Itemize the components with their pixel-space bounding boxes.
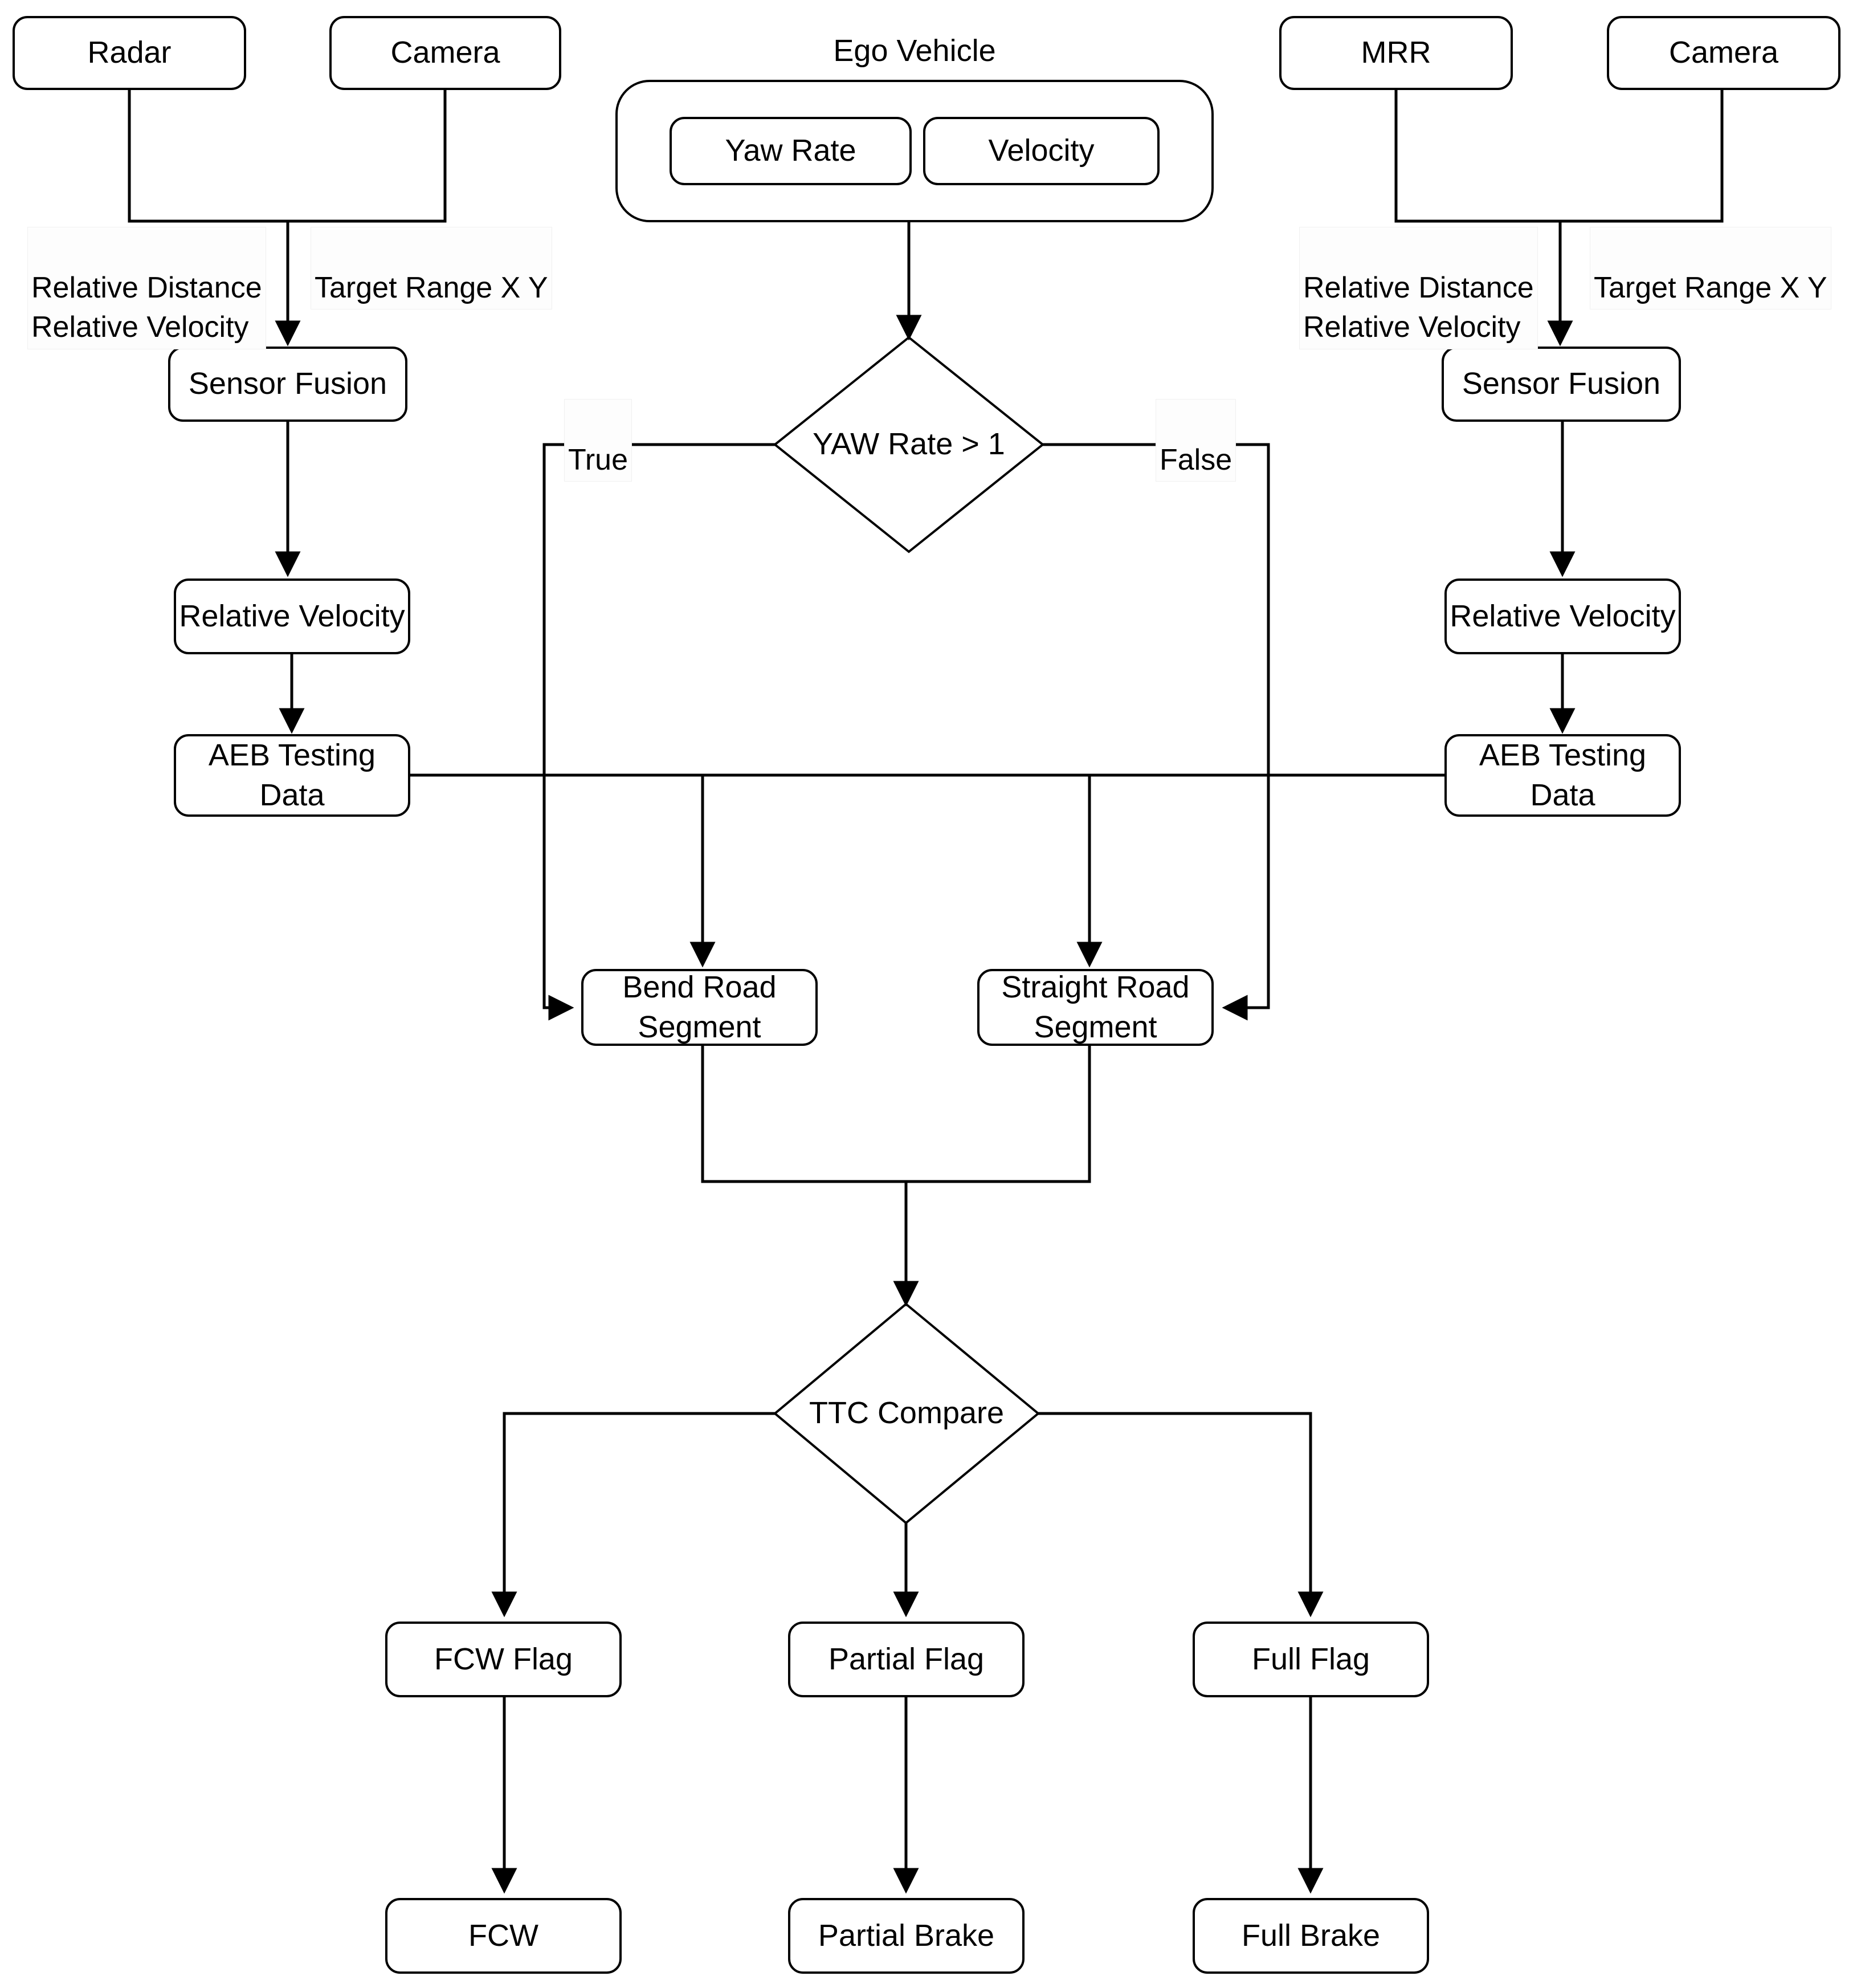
ego-vehicle-title-label: Ego Vehicle (833, 34, 996, 68)
node-relative-velocity-left[interactable]: Relative Velocity (174, 579, 410, 654)
node-relative-velocity-left-label: Relative Velocity (179, 598, 405, 633)
node-full-flag[interactable]: Full Flag (1193, 1622, 1429, 1697)
edge-label-left-relative: Relative Distance Relative Velocity (27, 227, 266, 350)
node-camera-right[interactable]: Camera (1607, 16, 1840, 90)
node-aeb-testing-data-left-label: AEB Testing Data (208, 738, 376, 812)
node-bend-road-segment-label: Bend Road Segment (622, 970, 777, 1044)
node-relative-velocity-right[interactable]: Relative Velocity (1444, 579, 1681, 654)
node-sensor-fusion-left-label: Sensor Fusion (188, 366, 387, 401)
node-velocity[interactable]: Velocity (923, 117, 1160, 185)
node-sensor-fusion-left[interactable]: Sensor Fusion (168, 347, 407, 422)
node-yaw-rate[interactable]: Yaw Rate (670, 117, 912, 185)
node-partial-flag[interactable]: Partial Flag (788, 1622, 1025, 1697)
edge-ttc-to-fcw-flag (491, 1412, 775, 1618)
node-mrr-label: MRR (1361, 35, 1431, 70)
node-ttc-compare-label: TTC Compare (809, 1396, 1005, 1430)
node-aeb-testing-data-right[interactable]: AEB Testing Data (1444, 734, 1681, 817)
edge-segments-merge (701, 1046, 1091, 1183)
node-sensor-fusion-right[interactable]: Sensor Fusion (1442, 347, 1681, 422)
edge-label-right-target-range-text: Target Range X Y (1594, 271, 1827, 304)
node-aeb-testing-data-right-label: AEB Testing Data (1479, 738, 1647, 812)
node-yaw-rate-label: Yaw Rate (725, 133, 856, 168)
node-fcw-flag[interactable]: FCW Flag (385, 1622, 622, 1697)
node-radar-label: Radar (87, 35, 172, 70)
ego-vehicle-title: Ego Vehicle (615, 33, 1214, 68)
node-full-brake-label: Full Brake (1241, 1918, 1381, 1953)
edge-label-left-target-range-text: Target Range X Y (315, 271, 548, 304)
edge-label-yaw-false: False (1156, 399, 1236, 482)
node-fcw[interactable]: FCW (385, 1898, 622, 1974)
node-full-brake[interactable]: Full Brake (1193, 1898, 1429, 1974)
node-fcw-flag-label: FCW Flag (434, 1641, 573, 1676)
node-camera-left[interactable]: Camera (329, 16, 561, 90)
node-relative-velocity-right-label: Relative Velocity (1450, 598, 1676, 633)
edge-label-yaw-true: True (564, 399, 632, 482)
node-camera-left-label: Camera (390, 35, 500, 70)
node-full-flag-label: Full Flag (1251, 1641, 1370, 1676)
edge-ttc-to-full-flag (1038, 1412, 1324, 1618)
edge-label-right-relative: Relative Distance Relative Velocity (1299, 227, 1538, 350)
edge-label-left-relative-text: Relative Distance Relative Velocity (31, 271, 262, 344)
node-velocity-label: Velocity (988, 133, 1095, 168)
node-yaw-decision-label: YAW Rate > 1 (813, 427, 1005, 461)
edge-yaw-true-to-bend (542, 443, 775, 1021)
node-radar[interactable]: Radar (13, 16, 246, 90)
node-aeb-testing-data-left[interactable]: AEB Testing Data (174, 734, 410, 817)
edge-label-yaw-true-text: True (568, 443, 628, 476)
node-partial-brake[interactable]: Partial Brake (788, 1898, 1025, 1974)
node-yaw-decision[interactable]: YAW Rate > 1 (775, 426, 1043, 462)
node-mrr[interactable]: MRR (1279, 16, 1513, 90)
edge-yaw-false-to-straight (1043, 443, 1270, 1021)
edge-label-right-relative-text: Relative Distance Relative Velocity (1303, 271, 1534, 344)
node-fcw-label: FCW (468, 1918, 538, 1953)
edge-label-yaw-false-text: False (1160, 443, 1232, 476)
node-ttc-compare[interactable]: TTC Compare (775, 1395, 1038, 1431)
edge-left-sensors-join (128, 90, 447, 223)
node-partial-flag-label: Partial Flag (828, 1641, 985, 1676)
node-straight-road-segment-label: Straight Road Segment (1001, 970, 1190, 1044)
node-bend-road-segment[interactable]: Bend Road Segment (581, 969, 818, 1046)
node-partial-brake-label: Partial Brake (818, 1918, 995, 1953)
node-sensor-fusion-right-label: Sensor Fusion (1462, 366, 1661, 401)
edge-label-right-target-range: Target Range X Y (1590, 227, 1831, 310)
edge-label-left-target-range: Target Range X Y (311, 227, 552, 310)
node-camera-right-label: Camera (1668, 35, 1779, 70)
edge-right-sensors-join (1394, 90, 1724, 223)
node-straight-road-segment[interactable]: Straight Road Segment (977, 969, 1214, 1046)
